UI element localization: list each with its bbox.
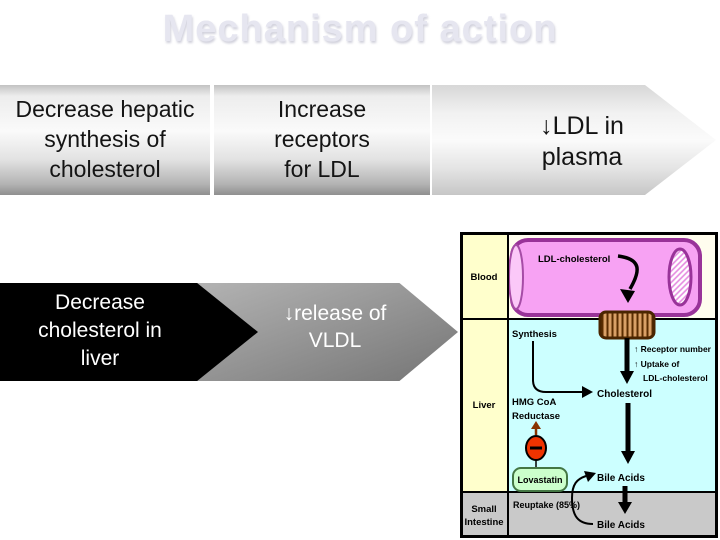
diagram-border <box>460 232 718 538</box>
receptor-to-cholesterol-arrowhead <box>620 371 634 384</box>
bile-acids-intestine-label: Bile Acids <box>597 520 645 531</box>
flow-arrow-decrease-cholesterol-liver: Decrease cholesterol in liver <box>0 283 258 381</box>
hmg-coa-label-line2: Reductase <box>512 411 560 422</box>
receptor-number-label: ↑ Receptor number <box>634 344 712 354</box>
synthesis-to-cholesterol-arrowhead <box>582 386 593 398</box>
ldl-to-receptor-arrow <box>617 254 639 290</box>
flow-box-receptors-line3: for LDL <box>284 156 360 182</box>
flow-box-increase-receptors: Increase receptors for LDL <box>214 85 430 195</box>
bile-to-intestine-arrowhead <box>618 502 632 514</box>
intestine-row-label-line2: Intestine <box>464 517 503 528</box>
ldl-plasma-line1: ↓LDL in <box>540 112 624 140</box>
uptake-label-line2: LDL-cholesterol <box>643 373 708 383</box>
uptake-label-line1: ↑ Uptake of <box>634 359 680 369</box>
hmg-coa-label-line1: HMG CoA <box>512 397 556 408</box>
flow-box-hepatic-line1: Decrease hepatic <box>15 96 195 122</box>
blood-compartment-cell <box>462 234 508 319</box>
flow-arrow-ldl-in-plasma: ↓LDL in plasma <box>432 85 716 195</box>
slide-title: Mechanism of action <box>162 8 558 50</box>
flow-box-hepatic-line2: synthesis of <box>44 126 166 152</box>
vessel-open-end-left <box>508 244 524 310</box>
decrease-liver-line1: Decrease <box>55 291 145 314</box>
liver-compartment-cell <box>462 319 508 492</box>
decrease-liver-line3: liver <box>80 347 120 370</box>
decrease-liver-line2: cholesterol in <box>38 319 162 342</box>
flow-box-hepatic-synthesis: Decrease hepatic synthesis of cholestero… <box>0 85 210 195</box>
lovastatin-label: Lovastatin <box>517 475 562 485</box>
cholesterol-to-bile-arrowhead <box>621 451 635 464</box>
flow-box-receptors-line2: receptors <box>274 126 370 152</box>
mechanism-diagram: LDL-cholesterol ↑ Receptor number ↑ Upta… <box>460 232 718 540</box>
intestine-compartment-area <box>462 492 716 536</box>
vessel-open-end-right <box>667 247 693 307</box>
liver-compartment-area <box>508 319 716 492</box>
release-vldl-line2: VLDL <box>308 329 362 352</box>
reuptake-arrowhead <box>584 471 596 482</box>
cholesterol-label: Cholesterol <box>597 389 652 400</box>
inhibition-arrowhead <box>531 421 541 429</box>
flow-box-receptors-line1: Increase <box>277 96 367 122</box>
release-vldl-line1: ↓release of <box>283 302 387 325</box>
flow-box-hepatic-line3: cholesterol <box>49 156 161 182</box>
synthesis-to-cholesterol-line <box>532 341 583 393</box>
reuptake-curve <box>570 475 594 525</box>
liver-row-label: Liver <box>473 400 496 411</box>
synthesis-label: Synthesis <box>512 329 557 340</box>
ldl-cholesterol-label: LDL-cholesterol <box>538 254 610 265</box>
intestine-row-label-line1: Small <box>471 504 496 515</box>
lovastatin-box <box>512 467 568 492</box>
ldl-to-receptor-arrowhead <box>620 289 635 303</box>
ldl-plasma-line2: plasma <box>541 143 623 171</box>
reuptake-label: Reuptake (85%) <box>513 500 580 510</box>
ldl-receptor-icon <box>598 310 656 340</box>
bile-acids-liver-label: Bile Acids <box>597 473 645 484</box>
blood-row-label: Blood <box>471 272 498 283</box>
